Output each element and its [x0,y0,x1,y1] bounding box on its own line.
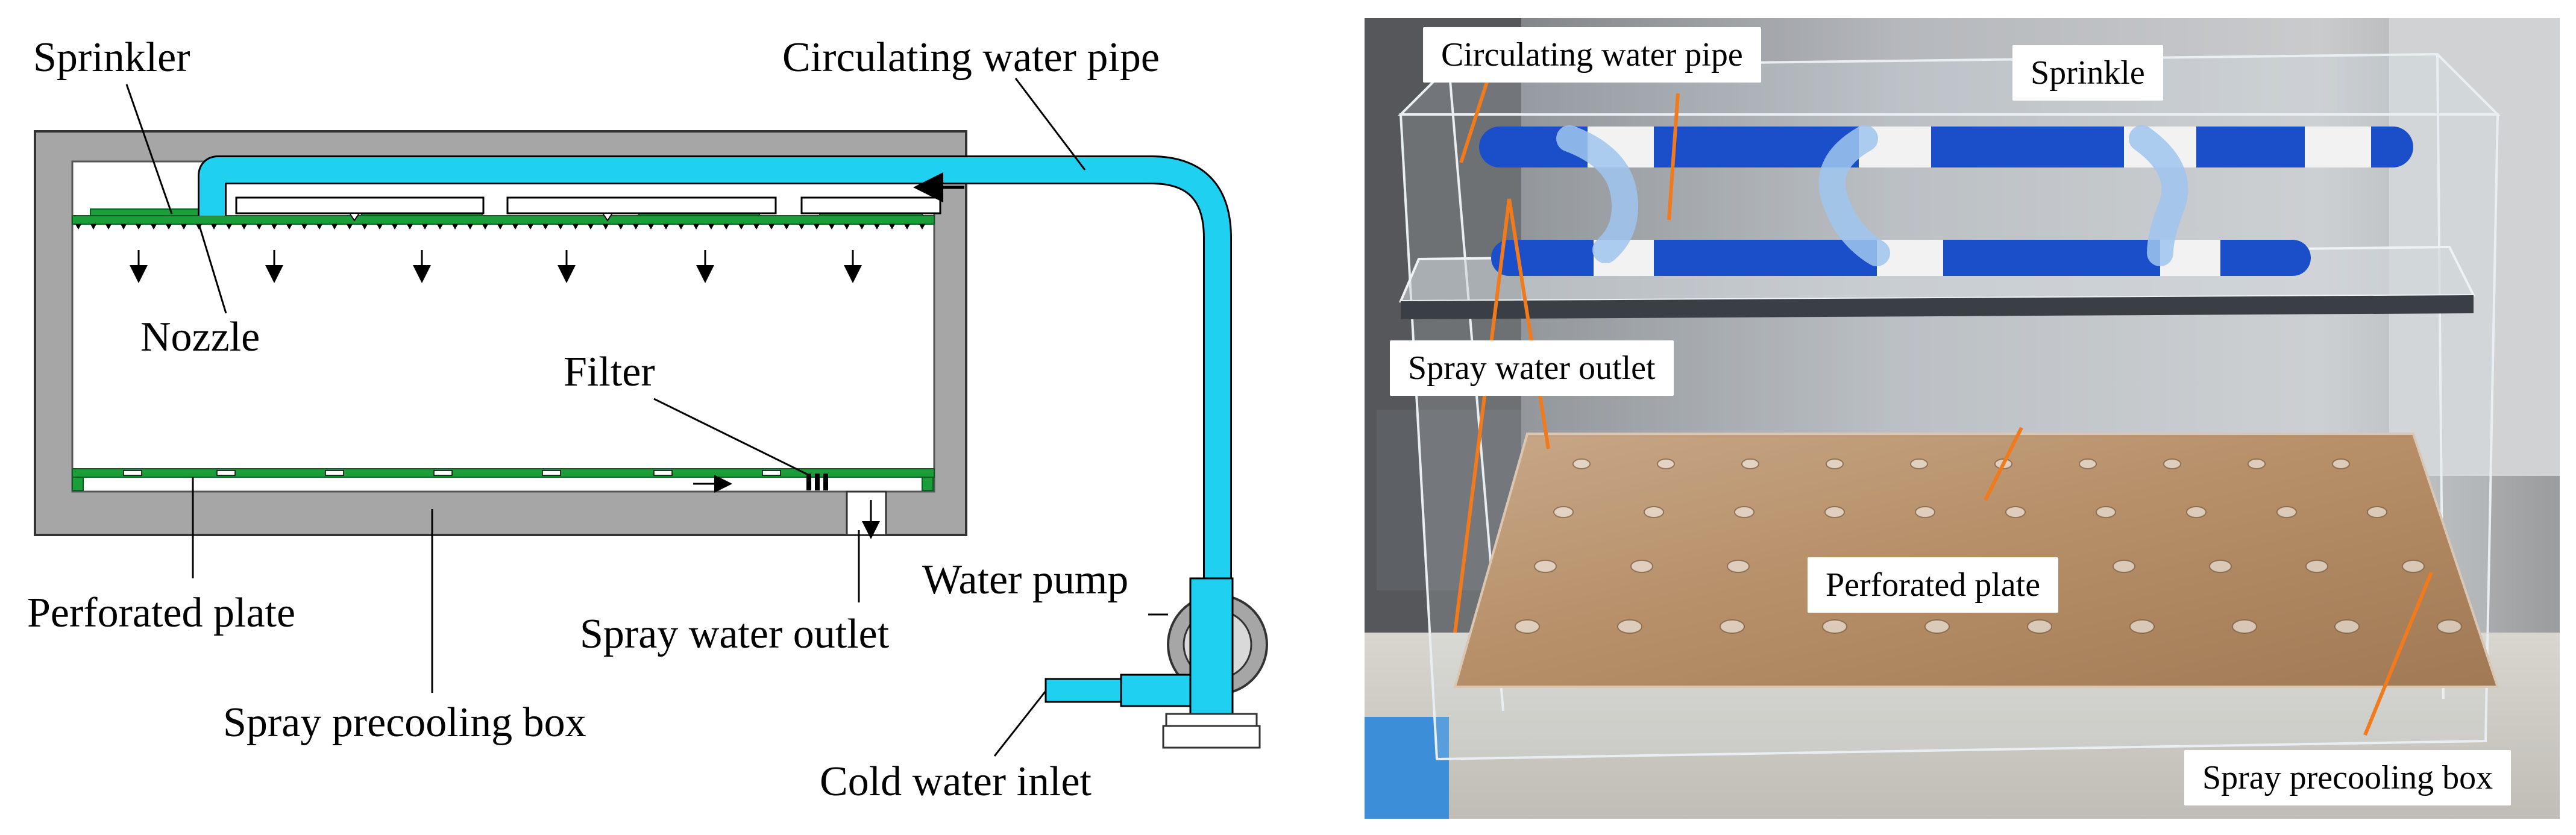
circulating-water-pipe [198,155,1232,578]
photo-label-perforated-plate: Perforated plate [1808,557,2059,613]
label-water-pump: Water pump [922,557,1128,603]
label-leader-lines [125,78,1168,757]
photo-label-circulating-water-pipe: Circulating water pipe [1423,27,1761,83]
photo-hoses [1556,125,2188,266]
photo-callout-lines [1453,78,2433,736]
photo-label-spray-precooling-box: Spray precooling box [2184,750,2512,805]
perforated-plate [72,468,935,493]
label-spray-precooling-box: Spray precooling box [223,699,586,746]
nozzle-row [75,224,925,230]
label-filter: Filter [564,349,655,395]
water-pump [1162,577,1268,749]
apparatus-photo: Circulating water pipe Sprinkle Spray wa… [1365,18,2560,819]
schematic-diagram: Sprinkler Circulating water pipe Nozzle … [27,34,1268,805]
filter-element [806,474,828,490]
spray-direction-arrows [130,250,862,283]
label-sprinkler: Sprinkler [33,34,190,81]
cold-water-inlet-pipe [1045,674,1192,707]
label-circulating-water-pipe: Circulating water pipe [782,34,1160,81]
label-perforated-plate: Perforated plate [27,590,295,636]
spray-water-outlet [846,490,887,539]
photo-label-sprinkle: Sprinkle [2012,45,2163,101]
label-spray-water-outlet: Spray water outlet [580,611,890,657]
photo-illustration [1365,18,2560,819]
label-cold-water-inlet: Cold water inlet [820,758,1092,805]
label-nozzle: Nozzle [140,314,260,360]
photo-label-spray-water-outlet: Spray water outlet [1390,340,1674,396]
